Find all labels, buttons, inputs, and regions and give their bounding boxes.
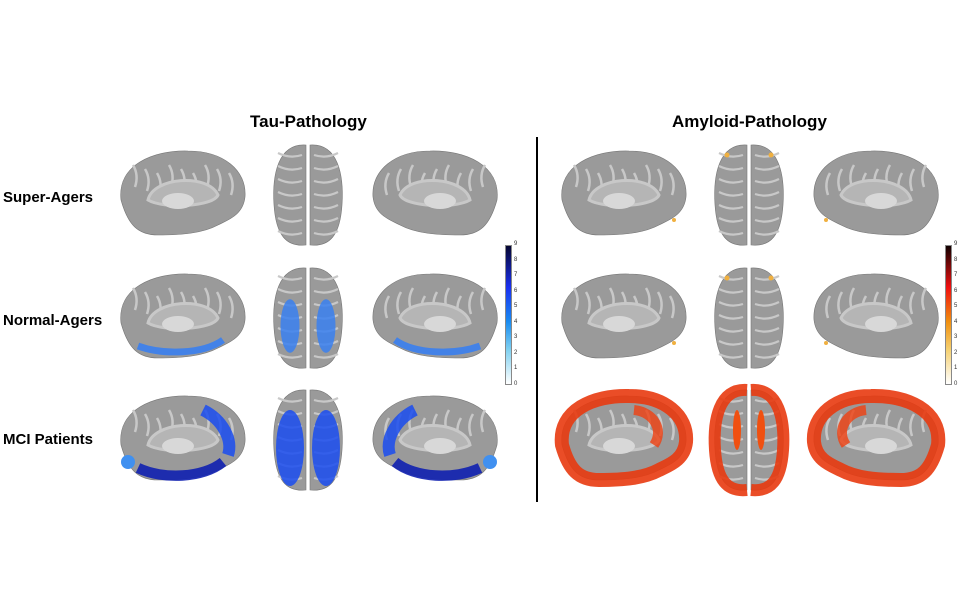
tau-mci-patients-left-medial-brain [120, 395, 246, 481]
tick: 7 [514, 272, 518, 279]
amyloid-super-agers-ventral-brain [714, 144, 784, 246]
row-label-mci-patients: MCI Patients [3, 431, 94, 448]
tick: 1 [954, 365, 958, 372]
amyloid-colorbar-ticks: 9 8 7 6 5 4 3 2 1 0 [954, 241, 957, 387]
tau-colorbar [505, 245, 512, 385]
tau-normal-agers-left-medial-brain [120, 273, 246, 359]
tau-super-agers-left-medial-brain [120, 150, 246, 236]
tick: 7 [954, 272, 958, 279]
amyloid-title: Amyloid-Pathology [672, 112, 827, 131]
tick: 0 [954, 380, 958, 387]
amyloid-mci-patients-ventral-brain [708, 384, 790, 497]
tick: 5 [514, 303, 518, 310]
tau-super-agers-ventral-brain [273, 144, 343, 246]
amyloid-super-agers-left-medial-brain [561, 150, 687, 236]
tau-colorbar-ticks: 9 8 7 6 5 4 3 2 1 0 [514, 241, 517, 387]
tick: 6 [954, 287, 958, 294]
tick: 2 [514, 349, 518, 356]
amyloid-super-agers-right-medial-brain [813, 150, 939, 236]
tau-super-agers-right-medial-brain [372, 150, 498, 236]
panel-divider [536, 137, 538, 502]
tick: 5 [954, 303, 958, 310]
amyloid-mci-patients-right-medial-brain [806, 388, 946, 488]
tick: 8 [954, 256, 958, 263]
amyloid-normal-agers-ventral-brain [714, 267, 784, 369]
tick: 0 [514, 380, 518, 387]
tick: 4 [514, 318, 518, 325]
tick: 9 [514, 241, 518, 247]
tick: 2 [954, 349, 958, 356]
tick: 4 [954, 318, 958, 325]
tick: 1 [514, 365, 518, 372]
tau-normal-agers-ventral-brain [273, 267, 343, 369]
tick: 3 [514, 334, 518, 341]
tick: 6 [514, 287, 518, 294]
tick: 9 [954, 241, 958, 247]
row-label-normal-agers: Normal-Agers [3, 312, 103, 329]
amyloid-normal-agers-left-medial-brain [561, 273, 687, 359]
tau-title: Tau-Pathology [250, 112, 367, 131]
amyloid-mci-patients-left-medial-brain [554, 388, 694, 488]
tau-mci-patients-right-medial-brain [372, 395, 498, 481]
amyloid-colorbar [945, 245, 952, 385]
amyloid-normal-agers-right-medial-brain [813, 273, 939, 359]
tau-normal-agers-right-medial-brain [372, 273, 498, 359]
row-label-super-agers: Super-Agers [3, 189, 94, 206]
tick: 3 [954, 334, 958, 341]
tau-mci-patients-ventral-brain [273, 389, 343, 491]
tick: 8 [514, 256, 518, 263]
